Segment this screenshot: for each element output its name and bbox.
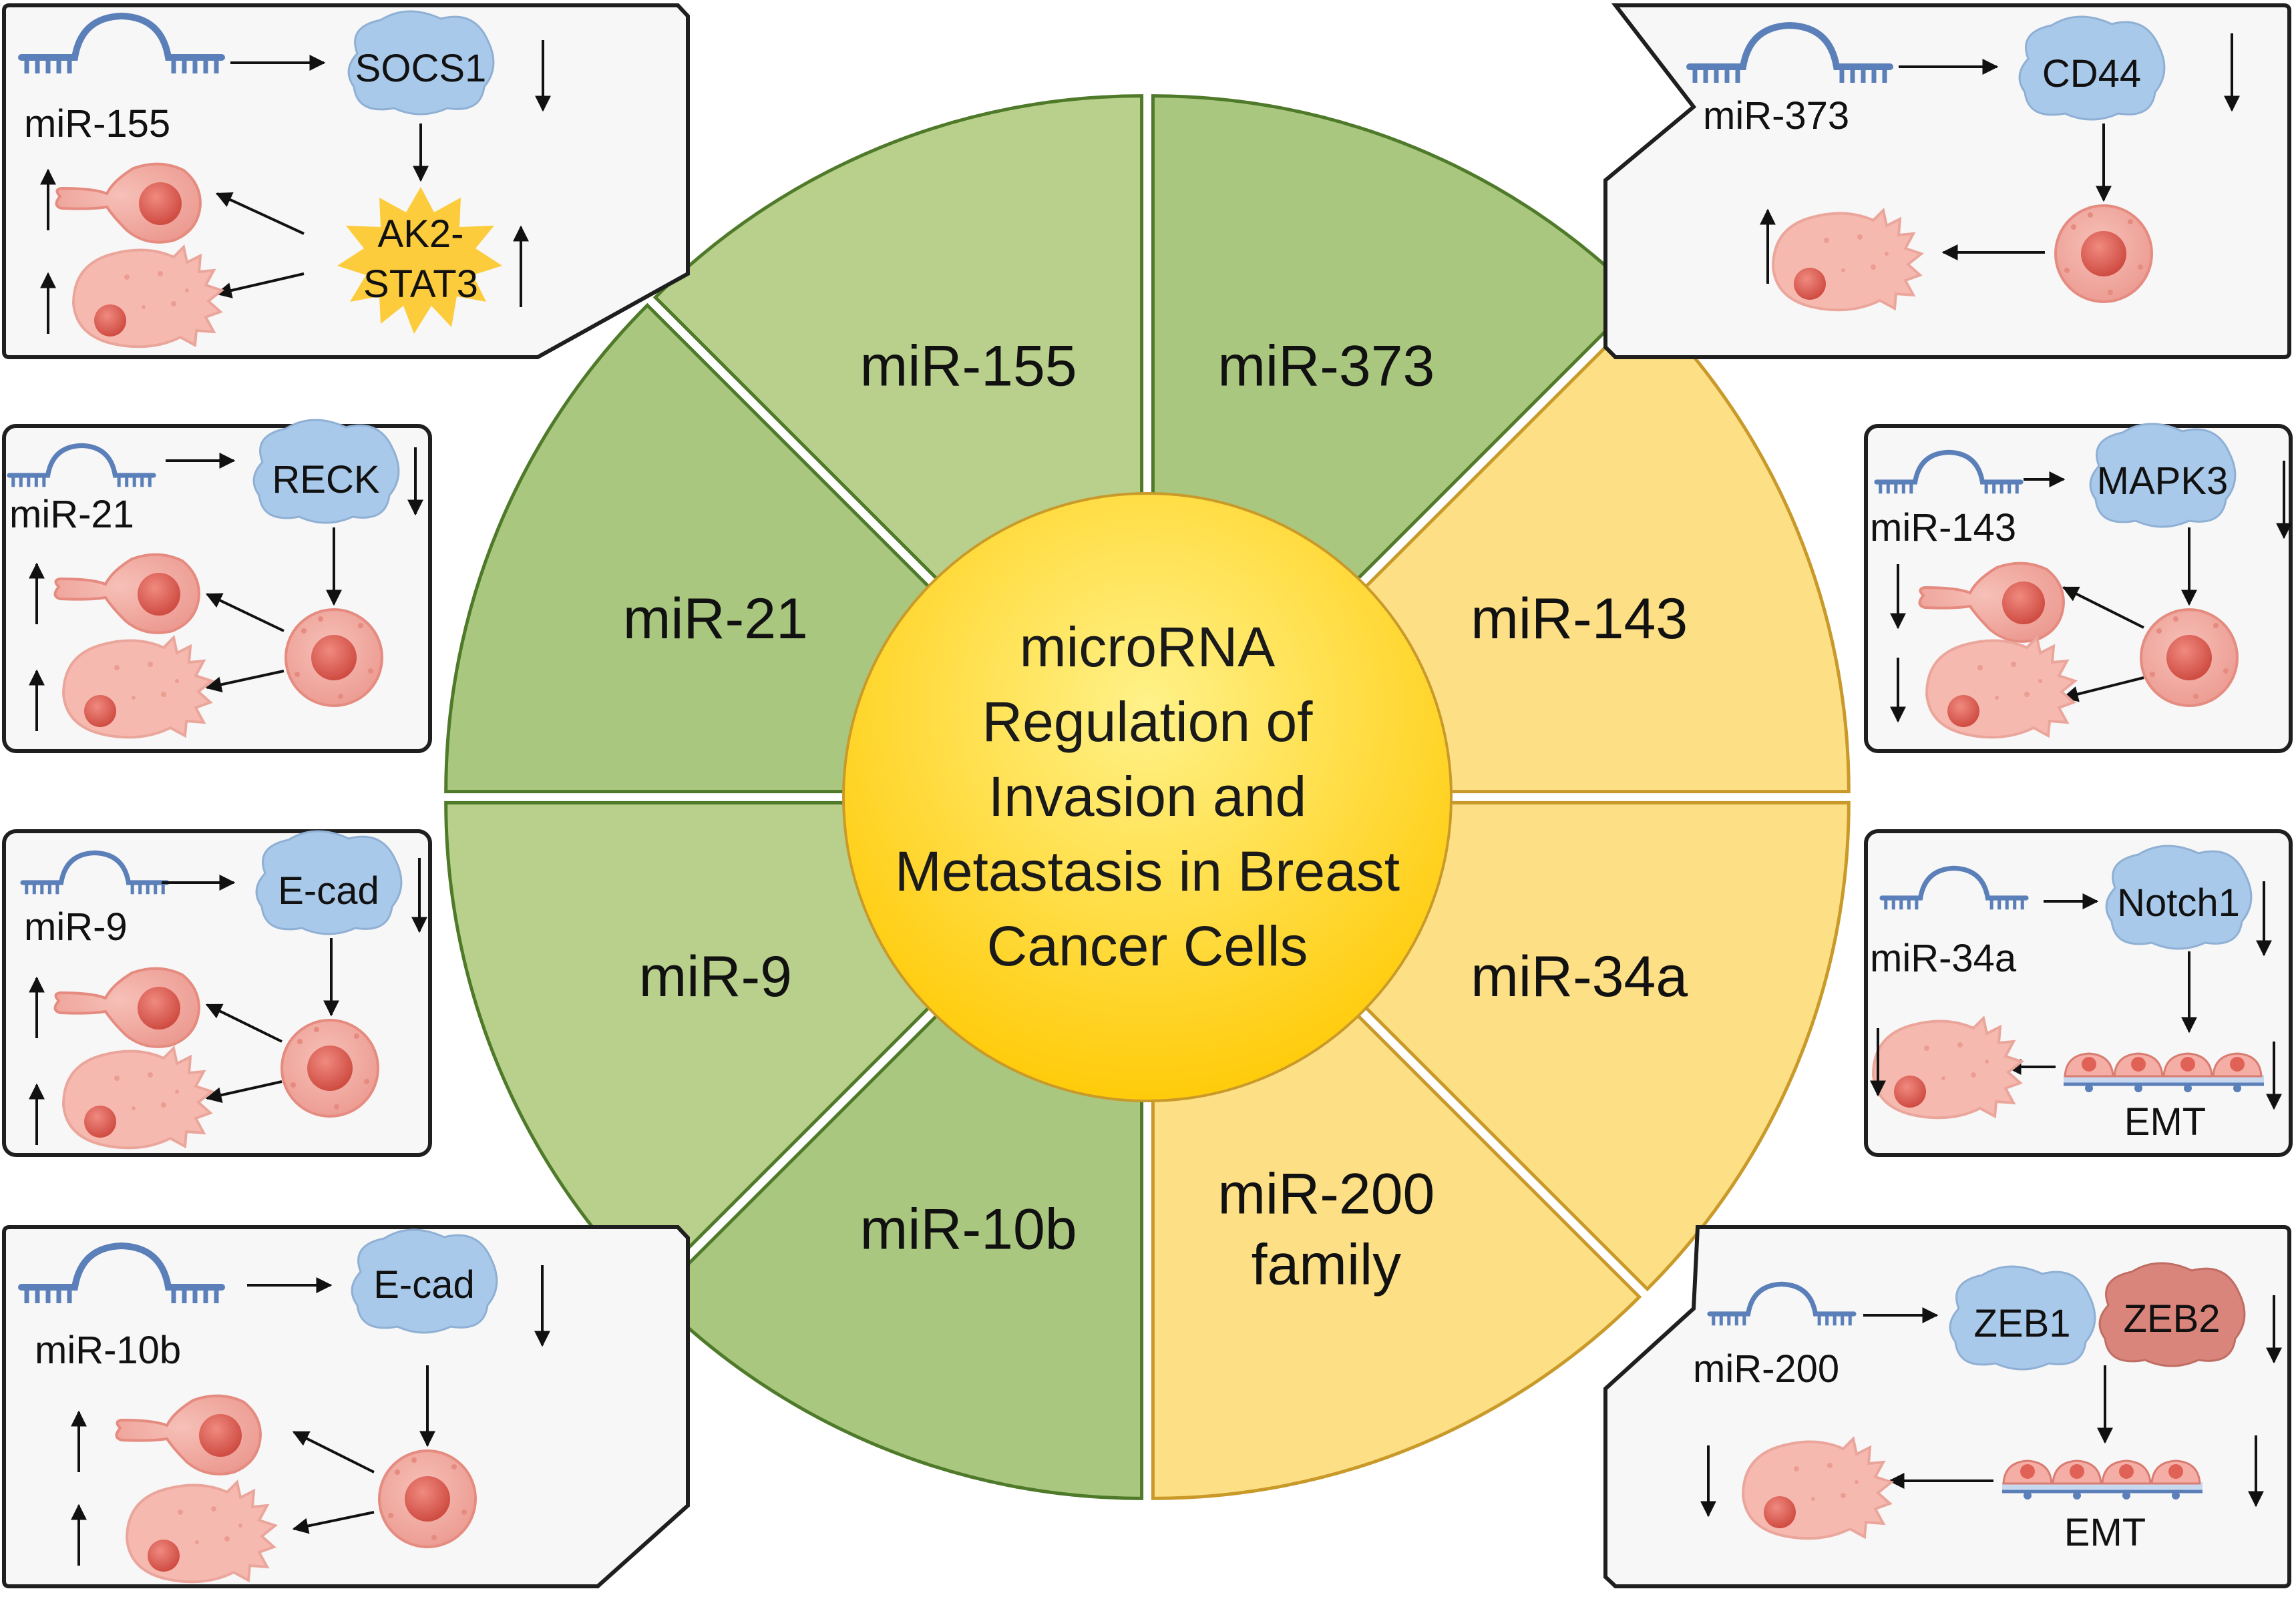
panel-mir-34a: miR-34a Notch1 EMT (1864, 829, 2293, 1157)
panel-mir-label: miR-10b (35, 1329, 181, 1372)
sector-label-line: miR-373 (1217, 334, 1434, 398)
sector-label-line: miR-143 (1471, 587, 1688, 651)
sector-label-line: miR-10b (860, 1198, 1077, 1262)
center-title-line: microRNA (1020, 616, 1276, 678)
arrow-left (205, 670, 284, 693)
sector-label: miR-10b (860, 1198, 1077, 1262)
center-title-line: Invasion and (988, 765, 1306, 828)
panel-mediator-line2: STAT3 (363, 262, 478, 306)
panel-target-label: E-cad (373, 1263, 475, 1307)
panel-mir-373: miR-373 CD44 (1603, 3, 2291, 359)
sector-label-line: family (1252, 1233, 1402, 1297)
panel-target2-label: ZEB2 (2123, 1297, 2220, 1341)
sector-label: miR-21 (623, 587, 808, 651)
panel-mir-9: miR-9 E-cad (2, 829, 432, 1157)
mediator-star-icon (337, 187, 502, 334)
panel-target-label: SOCS1 (355, 47, 487, 90)
panel-mir-155: miR-155 SOCS1 AK2- STAT3 (2, 3, 690, 359)
invasive-cell-icon (1925, 636, 2076, 739)
center-circle (842, 492, 1453, 1102)
arrow-left (292, 1431, 375, 1473)
panel-target-label: MAPK3 (2097, 459, 2229, 503)
sector-label: miR-155 (860, 334, 1077, 398)
center-title-line: Cancer Cells (987, 915, 1308, 977)
sector-label: miR-34a (1471, 945, 1688, 1009)
center-title-line: Metastasis in Breast (895, 840, 1400, 903)
panel-target-label: RECK (272, 458, 379, 501)
invasive-cell-icon (62, 636, 213, 739)
panel-mir-label: miR-155 (24, 102, 170, 146)
invasive-cell-icon (1872, 1017, 2023, 1120)
arrow-left (2062, 586, 2144, 629)
panel-mir-label: miR-21 (9, 493, 134, 536)
panel-target-label: Notch1 (2117, 881, 2240, 925)
arrow-left (292, 1511, 375, 1534)
arrow-left (2062, 676, 2144, 702)
sector-label: miR-373 (1217, 334, 1434, 398)
arrow-left (205, 1080, 282, 1104)
cancer-cell-icon (280, 1019, 379, 1118)
panel-mir-label: miR-373 (1703, 94, 1849, 138)
panel-mir-143: miR-143 MAPK3 (1864, 423, 2293, 753)
sector-label-line: miR-9 (639, 945, 792, 1009)
sector-label: miR-200 family (1217, 1162, 1434, 1297)
arrow-left (215, 192, 305, 235)
invasive-cell-icon (1742, 1437, 1893, 1540)
cancer-cell-icon (378, 1449, 477, 1548)
invasive-cell-icon (72, 246, 223, 349)
sector-label-line: miR-34a (1471, 945, 1688, 1009)
cancer-cell-icon (284, 608, 383, 707)
panel-mir-label: miR-200 (1693, 1347, 1839, 1391)
arrow-left (205, 1003, 282, 1043)
invasive-cell-icon (62, 1047, 213, 1150)
panel-target-label: ZEB1 (1973, 1302, 2070, 1345)
sector-label: miR-9 (639, 945, 792, 1009)
panel-target-label: E-cad (278, 869, 379, 913)
cancer-cell-icon (2140, 608, 2239, 707)
sector-label: miR-143 (1471, 587, 1688, 651)
invasive-cell-icon (126, 1481, 276, 1584)
panel-mediator-line1: AK2- (378, 212, 464, 256)
arrow-left (205, 593, 284, 632)
panel-mir-label: miR-34a (1870, 937, 2017, 980)
panel-mir-label: miR-143 (1870, 506, 2016, 549)
sector-label-line: miR-21 (623, 587, 808, 651)
panel-mir-200: miR-200 ZEB1 ZEB2 EMT (1603, 1225, 2291, 1588)
sector-label-line: miR-200 (1217, 1162, 1434, 1226)
panel-mir-10b: miR-10b E-cad (2, 1225, 690, 1588)
panel-target-label: CD44 (2042, 52, 2141, 95)
panel-mir-21: miR-21 RECK (2, 419, 432, 753)
panel-process-label: EMT (2124, 1100, 2206, 1144)
panel-process-label: EMT (2064, 1511, 2146, 1554)
invasive-cell-icon (1772, 209, 1923, 312)
sector-label-line: miR-155 (860, 334, 1077, 398)
cancer-cell-icon (2054, 204, 2153, 303)
center-title-line: Regulation of (982, 690, 1313, 753)
panel-mir-label: miR-9 (24, 905, 128, 949)
arrow-left (215, 272, 305, 298)
